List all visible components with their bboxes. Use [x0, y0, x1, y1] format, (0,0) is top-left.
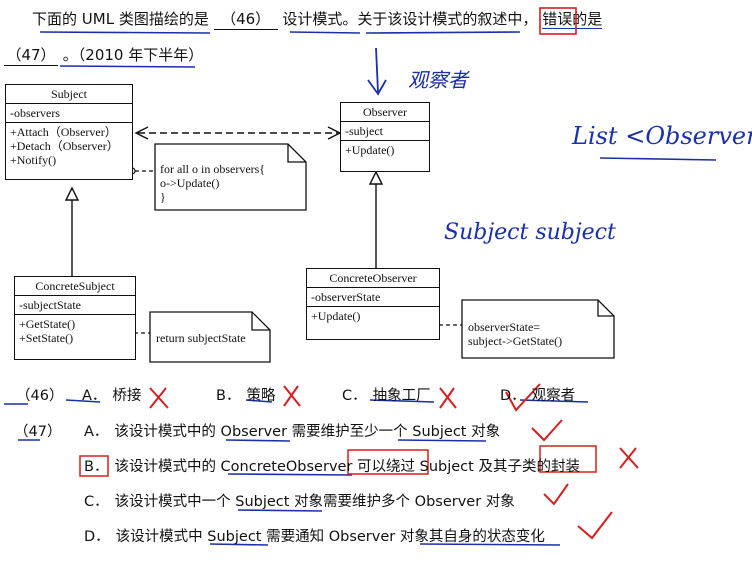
- q47-option-b: B． 该设计模式中的 ConcreteObserver 可以绕过 Subject …: [84, 455, 580, 476]
- option-text: 观察者: [531, 388, 576, 404]
- question-text-mid: 设计模式。关于该设计模式的叙述中，: [282, 10, 538, 28]
- attribute: -subjectState: [19, 298, 81, 312]
- question-text-year: 。（2010 年下半年）: [62, 46, 204, 64]
- blank-47: （47）: [4, 44, 58, 66]
- note-line: observerState=: [468, 320, 541, 334]
- handwritten-subject-subject: Subject subject: [444, 220, 616, 245]
- note-line: }: [160, 190, 166, 204]
- operation: +Detach（Observer）: [10, 139, 119, 153]
- q46-label: （46）: [16, 388, 64, 404]
- q47-option-d: D． 该设计模式中 Subject 需要通知 Observer 对象其自身的状态变…: [84, 525, 545, 546]
- uml-class-concrete-subject: ConcreteSubject -subjectState +GetState(…: [14, 276, 136, 360]
- class-operations: +Update(): [341, 140, 429, 159]
- class-attributes: -subject: [341, 121, 429, 140]
- option-letter: D．: [84, 529, 110, 545]
- q47-label: （47）: [14, 424, 62, 440]
- option-letter: C．: [342, 388, 367, 404]
- class-operations: +Attach（Observer） +Detach（Observer） +Not…: [6, 122, 132, 169]
- class-name: ConcreteSubject: [35, 279, 115, 293]
- note-line: o->Update(): [160, 176, 220, 190]
- note-line: subject->GetState(): [468, 334, 563, 348]
- question-line-1: 下面的 UML 类图描绘的是 （46） 设计模式。关于该设计模式的叙述中， 错误…: [32, 8, 603, 30]
- option-text: 该设计模式中的 ConcreteObserver 可以绕过 Subject 及其…: [114, 459, 580, 475]
- attribute: -subject: [345, 124, 383, 138]
- q47-option-c: C． 该设计模式中一个 Subject 对象需要维护多个 Observer 对象: [84, 490, 515, 511]
- attribute: -observerState: [311, 290, 381, 304]
- option-letter: B．: [216, 388, 241, 404]
- option-text: 该设计模式中一个 Subject 对象需要维护多个 Observer 对象: [114, 494, 515, 510]
- uml-class-subject: Subject -observers +Attach（Observer） +De…: [5, 84, 133, 180]
- class-operations: +Update(): [307, 306, 439, 325]
- question-text-wrong: 错误的是: [542, 10, 603, 29]
- q47-option-a: A． 该设计模式中的 Observer 需要维护至少一个 Subject 对象: [84, 420, 500, 441]
- q46-option-d: D． 观察者: [500, 384, 575, 405]
- class-attributes: -observerState: [307, 287, 439, 306]
- handwritten-observer-cn: 观察者: [408, 68, 468, 92]
- operation: +Notify(): [10, 153, 57, 167]
- uml-class-concrete-observer: ConcreteObserver -observerState +Update(…: [306, 268, 440, 340]
- operation: +Update(): [311, 309, 361, 323]
- note-line: return subjectState: [156, 331, 246, 345]
- question-text-pre: 下面的 UML 类图描绘的是: [32, 10, 209, 28]
- option-text: 该设计模式中的 Observer 需要维护至少一个 Subject 对象: [114, 424, 501, 440]
- operation: +Update(): [345, 143, 395, 157]
- q46-option-b: B． 策略: [216, 384, 275, 405]
- option-letter: D．: [500, 388, 526, 404]
- operation: +Attach（Observer）: [10, 125, 117, 139]
- attribute: -observers: [10, 106, 60, 120]
- option-letter: C．: [84, 494, 109, 510]
- option-text: 抽象工厂: [372, 388, 431, 404]
- class-operations: +GetState() +SetState(): [15, 314, 135, 347]
- option-text: 该设计模式中 Subject 需要通知 Observer 对象其自身的状态变化: [115, 529, 545, 545]
- blank-46: （46）: [213, 8, 278, 30]
- option-letter: A．: [82, 388, 107, 404]
- class-attributes: -subjectState: [15, 295, 135, 314]
- note-line: for all o in observers{: [160, 162, 266, 176]
- class-name: ConcreteObserver: [329, 271, 417, 285]
- q46-option-a: A． 桥接: [82, 384, 141, 405]
- question-line-2: （47） 。（2010 年下半年）: [4, 44, 203, 66]
- operation: +GetState(): [19, 317, 76, 331]
- uml-class-observer: Observer -subject +Update(): [340, 102, 430, 172]
- option-text: 桥接: [112, 388, 142, 404]
- option-text: 策略: [246, 388, 276, 404]
- q46-option-c: C． 抽象工厂: [342, 384, 431, 405]
- option-letter: A．: [84, 424, 109, 440]
- class-attributes: -observers: [6, 103, 132, 122]
- class-name: Observer: [363, 105, 407, 119]
- option-letter: B．: [84, 459, 109, 475]
- class-name: Subject: [51, 87, 87, 101]
- handwritten-list-observer: List <Observer>: [572, 122, 752, 150]
- operation: +SetState(): [19, 331, 74, 345]
